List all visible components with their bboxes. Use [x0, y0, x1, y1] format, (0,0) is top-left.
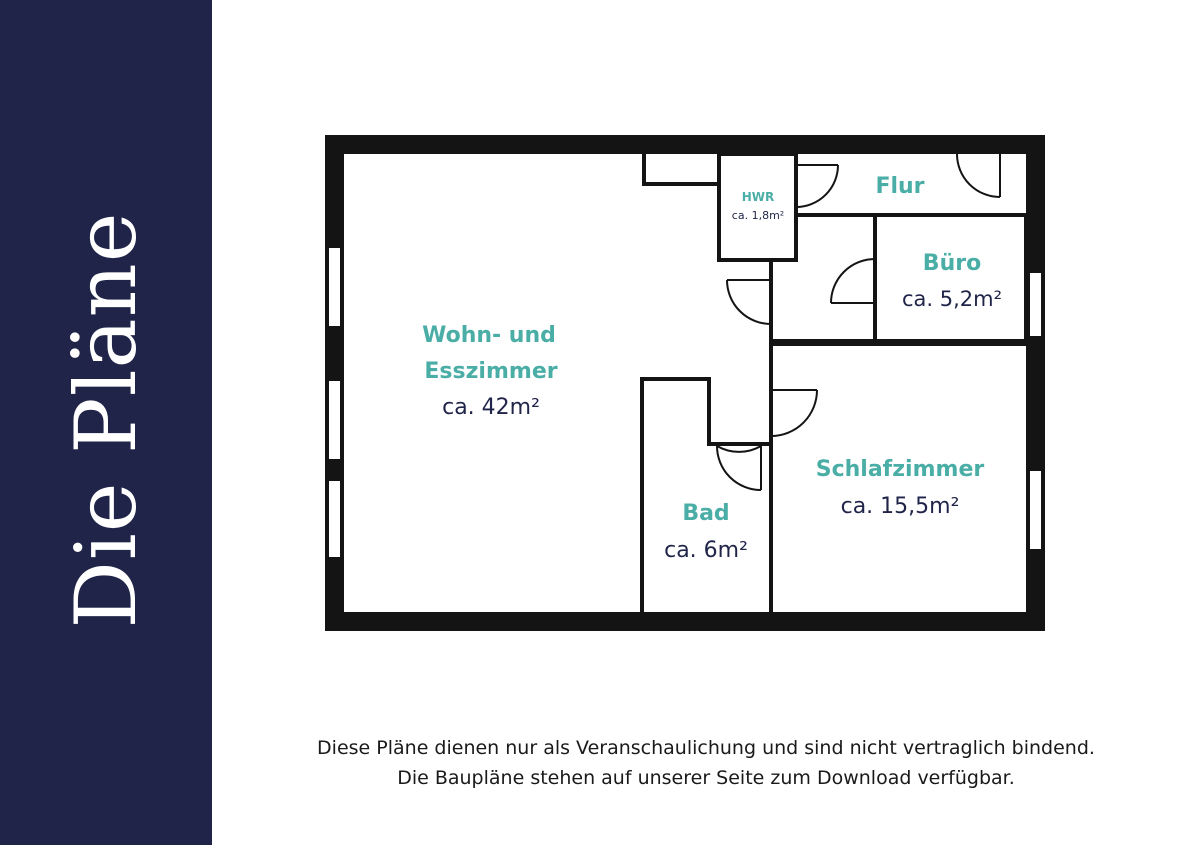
room-name-schlaf: Schlafzimmer — [816, 457, 985, 482]
room-area-schlaf: ca. 15,5m² — [841, 494, 960, 519]
outer-walls — [325, 135, 1045, 631]
disclaimer-line-1: Diese Pläne dienen nur als Veranschaulic… — [317, 737, 1095, 759]
wall-bad — [640, 377, 771, 612]
window-right-buero — [1028, 271, 1043, 338]
wall-hwr — [717, 152, 798, 262]
room-area-wohn: ca. 42m² — [442, 395, 540, 420]
door-flur-entrance — [956, 153, 1001, 198]
room-name-hwr: HWR — [742, 190, 775, 204]
door-schlaf — [770, 389, 818, 437]
doors — [715, 153, 1001, 491]
room-name-wohn-line2: Esszimmer — [424, 359, 557, 384]
door-hwr — [795, 164, 839, 208]
room-name-flur: Flur — [875, 174, 924, 199]
door-buero — [830, 258, 876, 304]
room-area-hwr: ca. 1,8m² — [732, 209, 784, 222]
sidebar-panel: Die Pläne — [0, 0, 212, 845]
window-left-1 — [327, 246, 342, 328]
room-area-bad: ca. 6m² — [664, 538, 748, 563]
room-labels: Wohn- und Esszimmer ca. 42m² HWR ca. 1,8… — [422, 174, 1002, 563]
disclaimer-line-2: Die Baupläne stehen auf unserer Seite zu… — [397, 767, 1015, 789]
window-left-2 — [327, 379, 342, 461]
room-name-wohn: Wohn- und — [422, 323, 556, 348]
room-name-buero: Büro — [923, 251, 981, 276]
door-bad — [715, 444, 762, 491]
windows — [327, 246, 1043, 559]
window-right-schlaf — [1028, 469, 1043, 551]
wall-buero — [873, 213, 1028, 343]
room-area-buero: ca. 5,2m² — [902, 287, 1002, 311]
disclaimer: Diese Pläne dienen nur als Veranschaulic… — [212, 733, 1200, 793]
window-left-3 — [327, 479, 342, 559]
door-wohn — [726, 279, 772, 325]
wall-niche — [642, 154, 719, 186]
room-name-bad: Bad — [682, 501, 729, 526]
